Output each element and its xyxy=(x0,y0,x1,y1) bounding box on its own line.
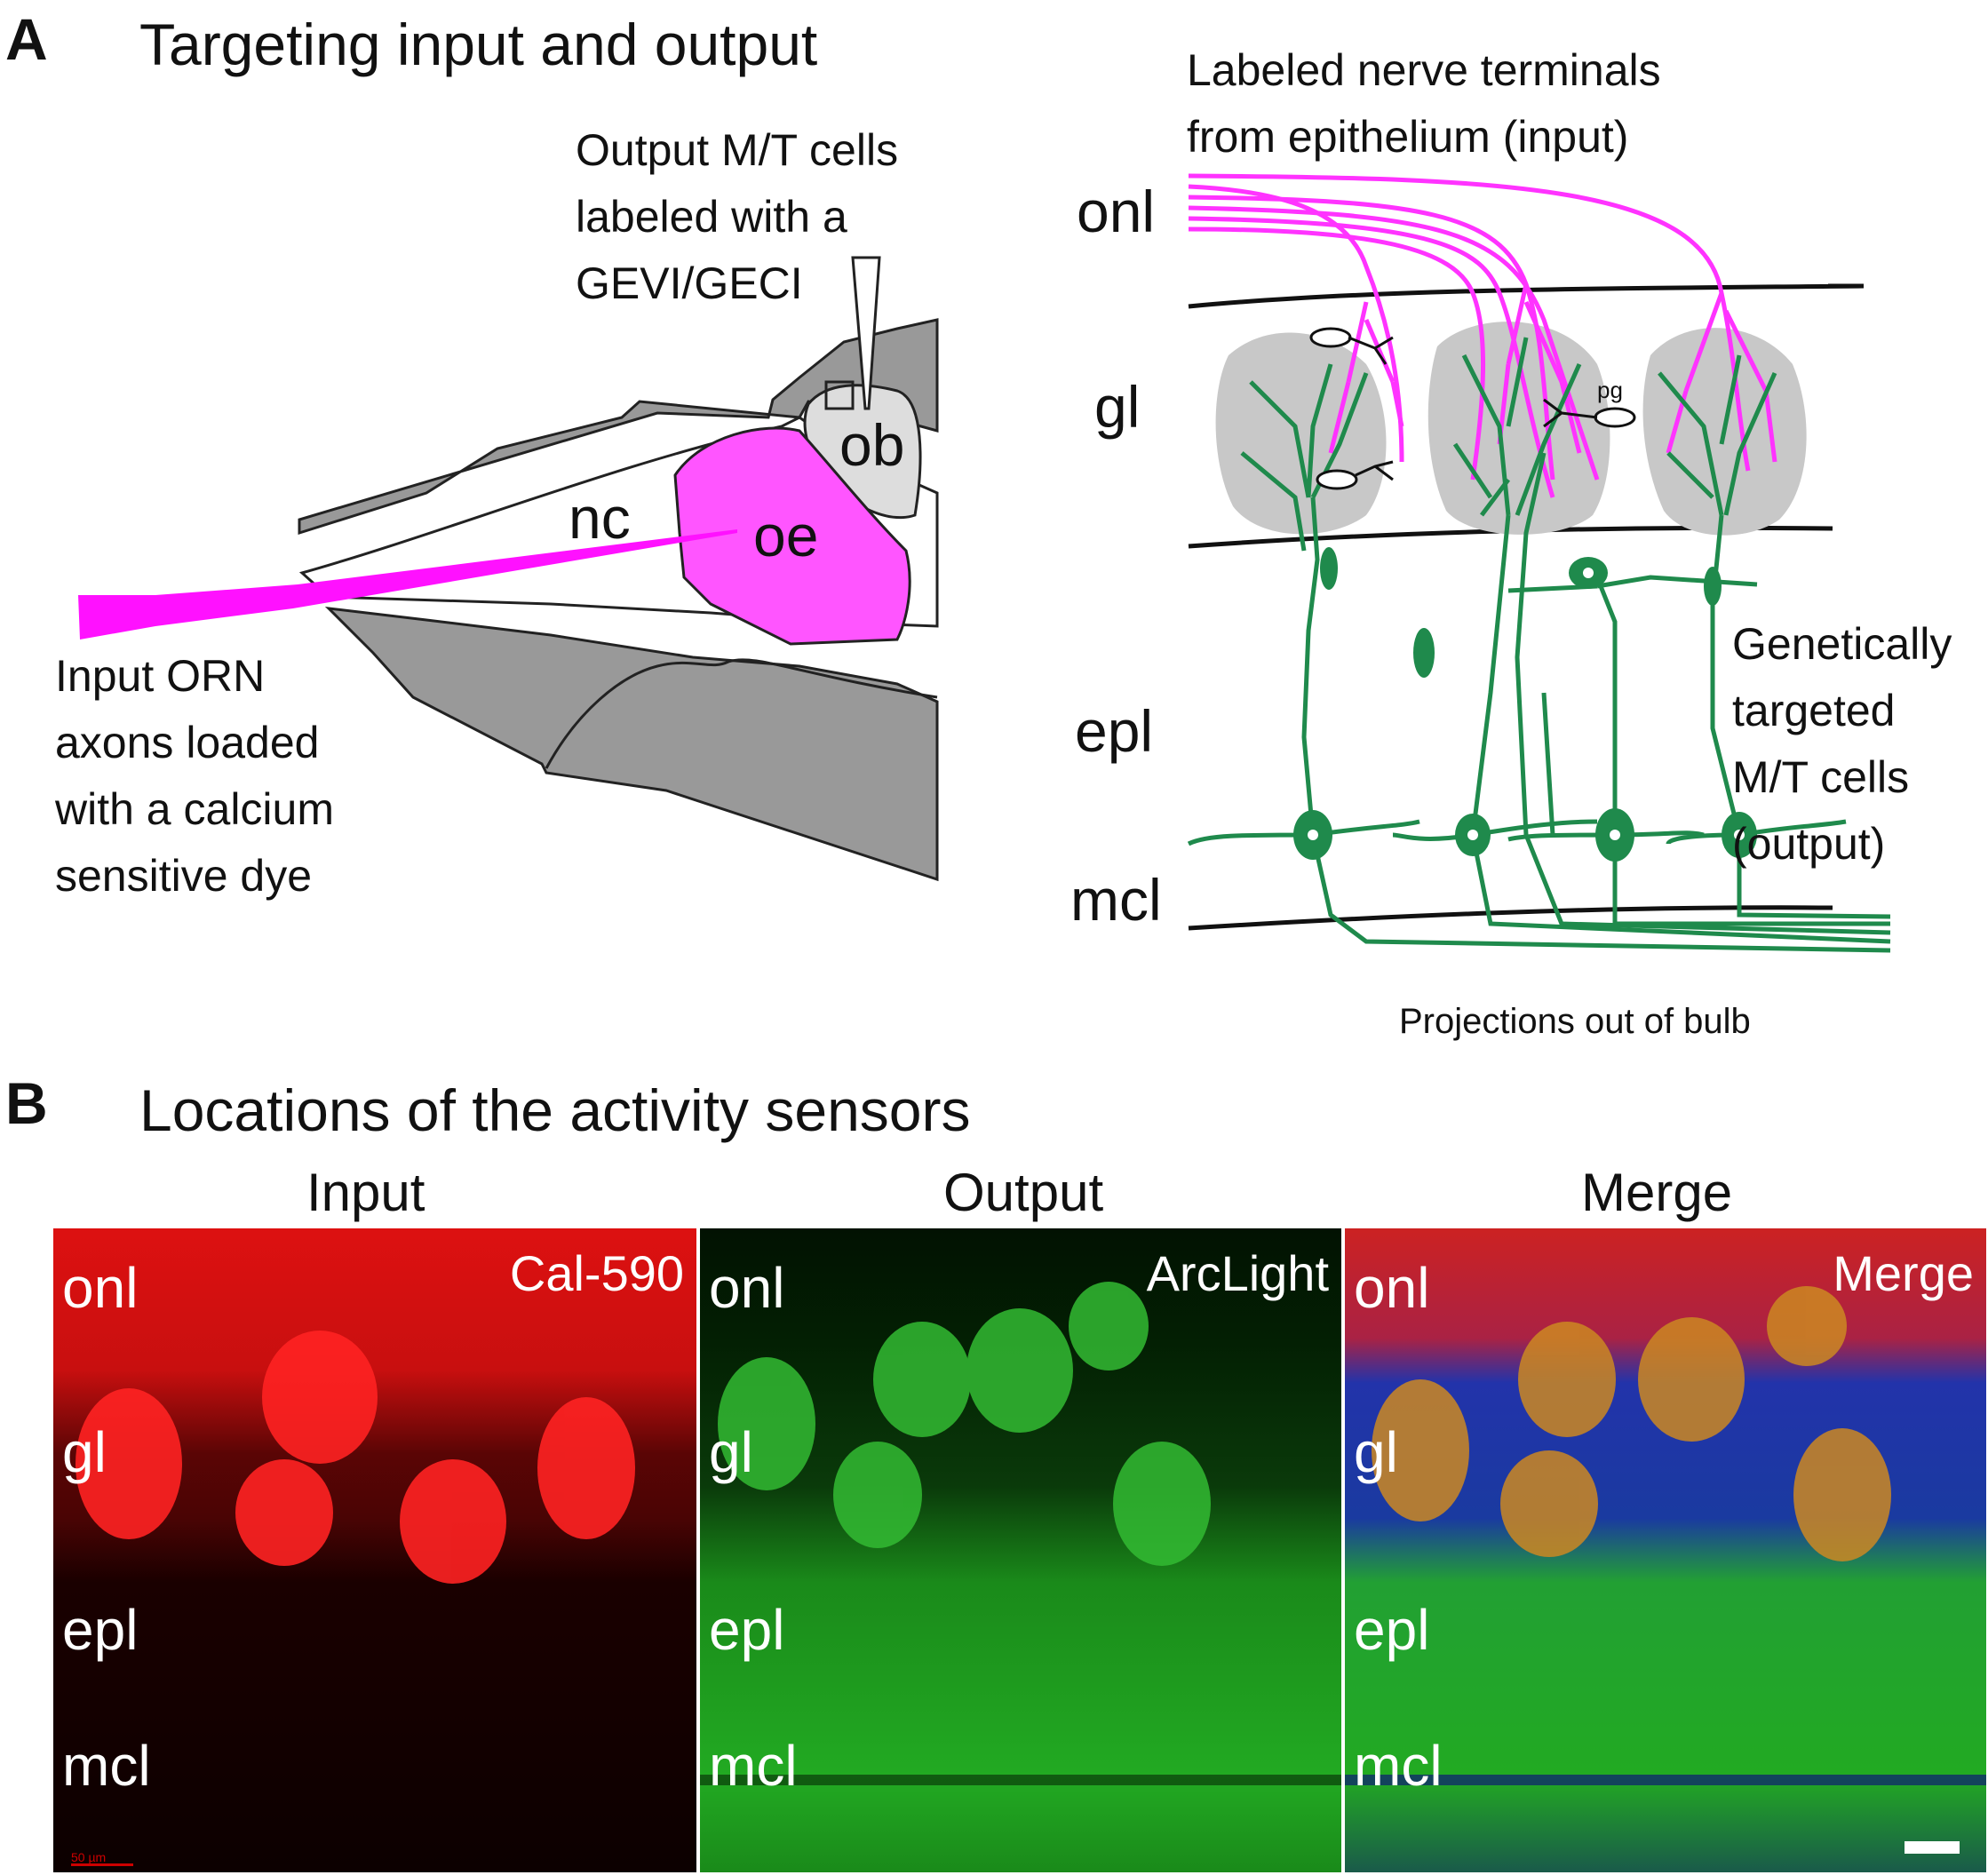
micro-merge-epl: epl xyxy=(1354,1598,1430,1662)
panel-b-letter: B xyxy=(5,1070,48,1136)
olfactory-epithelium xyxy=(673,426,911,646)
column-output-title: Output xyxy=(943,1163,1104,1222)
somata xyxy=(1293,547,1757,862)
micrograph-merge: Merge onl gl epl mcl xyxy=(1345,1228,1986,1872)
boundary-onl-gl xyxy=(1188,283,1865,309)
nc-label: nc xyxy=(569,485,631,551)
ob-label: ob xyxy=(839,412,905,478)
output-cells-label: Output M/T cells labeled with a GEVI/GEC… xyxy=(576,125,899,308)
ventral-tissue xyxy=(324,607,939,882)
layer-gl-label: gl xyxy=(1094,374,1141,440)
tag-cal590: Cal-590 xyxy=(509,1245,684,1301)
input-orn-label: Input ORN axons loaded with a calcium se… xyxy=(55,651,334,901)
micro-output-epl: epl xyxy=(709,1598,785,1662)
targeted-cells-label: Genetically targeted M/T cells (output) xyxy=(1732,619,1952,869)
micro-input-epl: epl xyxy=(62,1598,139,1662)
micro-merge-mcl: mcl xyxy=(1354,1734,1443,1798)
micro-input-onl: onl xyxy=(62,1256,139,1320)
micro-input-mcl: mcl xyxy=(62,1734,151,1798)
nasal-schematic xyxy=(78,256,939,882)
pg-label: pg xyxy=(1597,377,1623,403)
oe-label: oe xyxy=(753,503,819,568)
micro-output-onl: onl xyxy=(709,1256,785,1320)
micro-output-gl: gl xyxy=(709,1420,753,1484)
layer-epl-label: epl xyxy=(1075,698,1154,764)
micro-output-mcl: mcl xyxy=(709,1734,798,1798)
needle xyxy=(851,256,881,410)
mt-dendrites xyxy=(1240,337,1777,552)
scale-text-input: 50 µm xyxy=(71,1850,107,1864)
pipette xyxy=(78,529,737,640)
panel-b-title: Locations of the activity sensors xyxy=(139,1077,971,1143)
bulb-circuit: pg xyxy=(1187,173,1891,953)
scale-bar xyxy=(1905,1841,1960,1854)
boundary-mcl xyxy=(1188,905,1833,931)
glomerulus-1 xyxy=(1215,332,1387,535)
micro-merge-gl: gl xyxy=(1354,1420,1398,1484)
column-input-title: Input xyxy=(306,1163,425,1222)
micro-merge-onl: onl xyxy=(1354,1256,1430,1320)
micro-input-gl: gl xyxy=(62,1420,107,1484)
micrograph-input: Cal-590 onl gl epl mcl xyxy=(53,1228,696,1872)
tag-arclight: ArcLight xyxy=(1146,1245,1329,1301)
nerve-terminals-label: Labeled nerve terminals from epithelium … xyxy=(1187,45,1661,162)
layer-onl-label: onl xyxy=(1077,179,1156,244)
pg-cells xyxy=(1309,327,1636,490)
layer-mcl-label: mcl xyxy=(1070,867,1162,933)
column-merge-title: Merge xyxy=(1581,1163,1733,1222)
panel-a-title: Targeting input and output xyxy=(139,12,818,77)
panel-a-letter: A xyxy=(5,6,48,72)
projections-label: Projections out of bulb xyxy=(1399,1002,1751,1041)
tag-merge: Merge xyxy=(1833,1245,1974,1301)
micrograph-output: ArcLight onl gl epl mcl xyxy=(700,1228,1341,1872)
imaging-window xyxy=(824,380,855,410)
